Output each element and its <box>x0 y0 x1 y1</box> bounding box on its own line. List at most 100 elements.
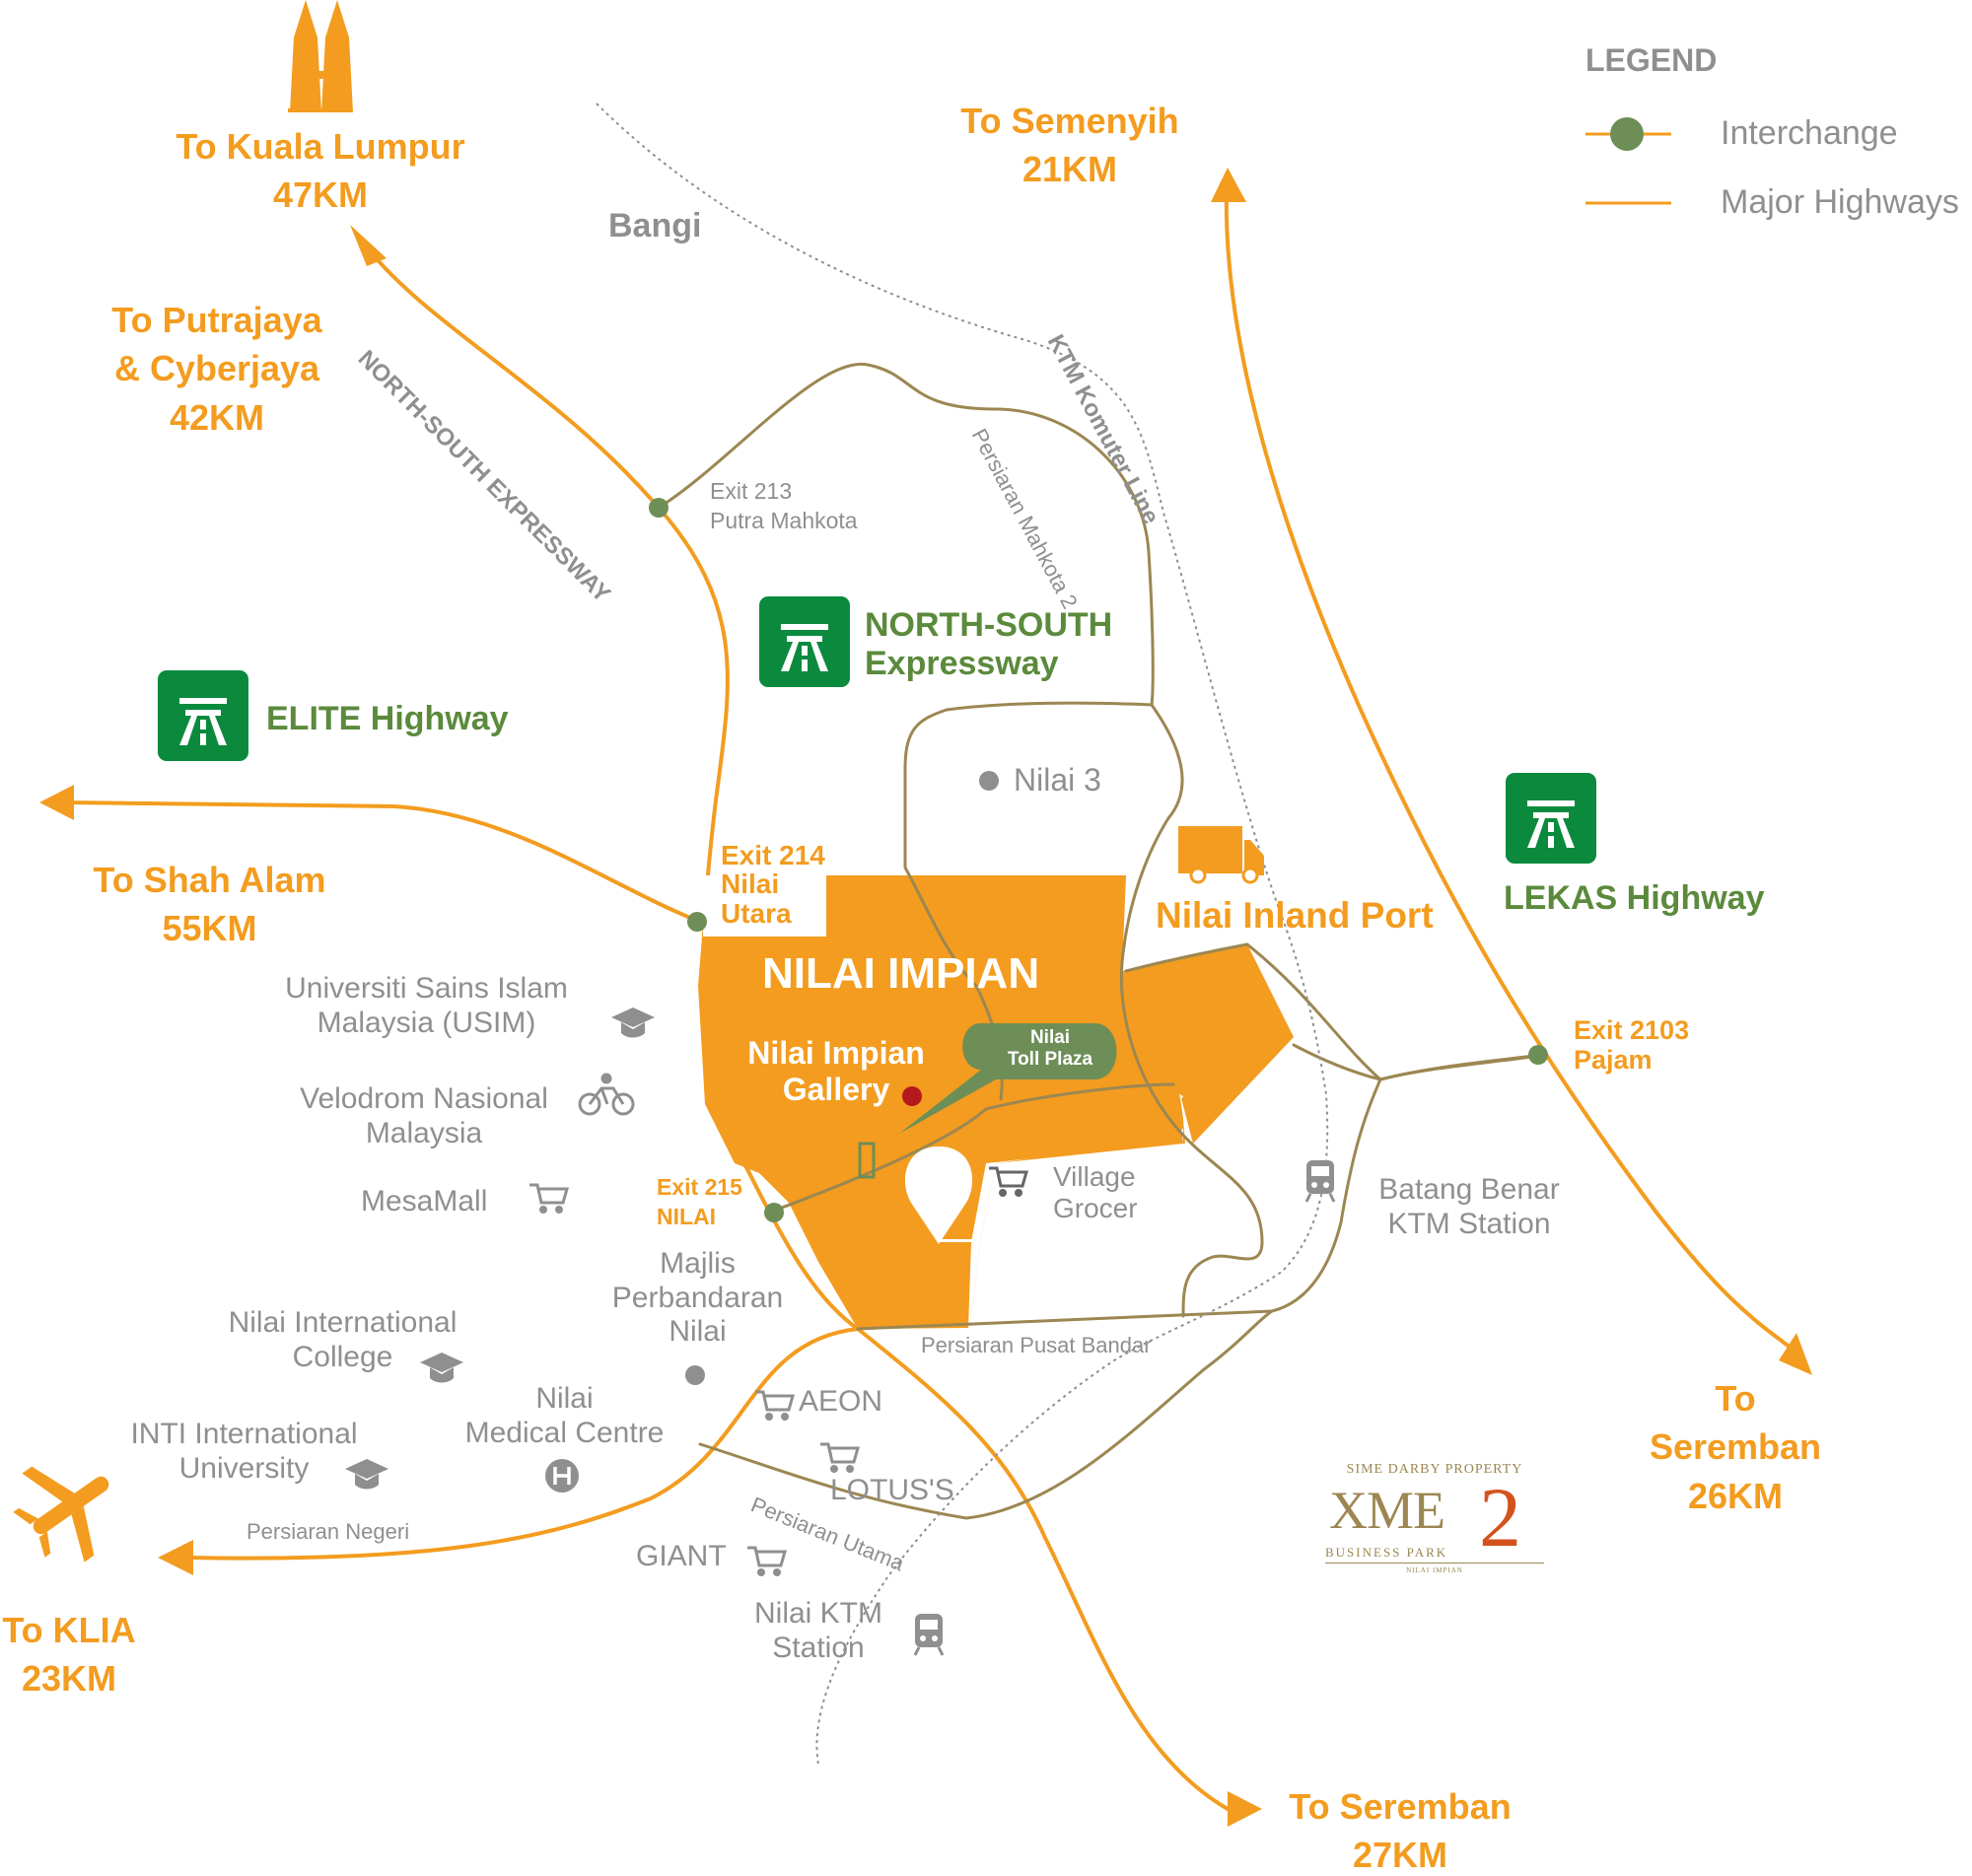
exit-214-line2: Nilai <box>721 869 780 900</box>
elite-highway <box>62 800 702 924</box>
gallery-line1: Nilai Impian <box>747 1035 925 1071</box>
nilai-inland-port-label: Nilai Inland Port <box>1156 895 1434 936</box>
nilai-intl-college-label: Nilai International College <box>202 1306 483 1374</box>
plane-icon <box>13 1466 109 1563</box>
logo-tagline: NILAI IMPIAN <box>1406 1566 1463 1574</box>
truck-icon <box>1178 826 1264 884</box>
destination-semenyih: To Semenyih 21KM <box>947 101 1193 190</box>
exit-213-label: Exit 213 Putra Mahkota <box>710 477 858 536</box>
highway-sign-north-south <box>759 596 850 687</box>
kl-towers-icon <box>288 0 353 112</box>
pin-base-line <box>939 1239 1016 1242</box>
road-pusat-bandar <box>856 1309 1274 1331</box>
majlis-line3: Nilai <box>669 1315 727 1348</box>
village-grocer-line1: Village <box>1053 1161 1136 1192</box>
inti-label: INTI International University <box>108 1418 380 1486</box>
mesamall-label: MesaMall <box>361 1185 488 1217</box>
bicycle-icon <box>578 1073 635 1116</box>
exit-215-label: Exit 215 NILAI <box>657 1173 742 1232</box>
logo-wordmark: XME 2 <box>1321 1470 1548 1564</box>
logo-company: SIME DARBY PROPERTY <box>1346 1462 1523 1477</box>
highway-sign-lekas <box>1506 773 1596 864</box>
majlis-label: Majlis Perbandaran Nilai <box>592 1247 804 1350</box>
exit-215-line2: NILAI <box>657 1203 717 1229</box>
exit-2103-line1: Exit 2103 <box>1574 1015 1690 1045</box>
velodrom-line1: Velodrom Nasional <box>300 1082 548 1115</box>
shopping-cart-giant-icon <box>747 1546 787 1576</box>
village-grocer-line2: Grocer <box>1053 1193 1138 1224</box>
destination-putrajaya-line3: 42KM <box>169 396 265 438</box>
destination-semenyih-line1: To Semenyih <box>960 101 1179 141</box>
nilai-medical-line2: Medical Centre <box>464 1416 665 1449</box>
giant-label: GIANT <box>636 1540 727 1572</box>
velodrom-label: Velodrom Nasional Malaysia <box>281 1082 567 1150</box>
majlis-dot <box>685 1365 705 1385</box>
logo-name: XME <box>1329 1481 1445 1540</box>
exit-214-line1: Exit 214 <box>721 840 825 870</box>
north-south-expressway-road-label: NORTH-SOUTH EXPRESSWAY <box>353 345 615 607</box>
gallery-dot <box>902 1086 922 1106</box>
klia-highway <box>185 1327 860 1561</box>
road-persiaran-mahkota-2 <box>1120 703 1264 1318</box>
destination-seremban-27-line1: To Seremban <box>1289 1786 1512 1827</box>
destination-putrajaya-line2: & Cyberjaya <box>113 348 320 389</box>
destination-putrajaya-line1: To Putrajaya <box>111 300 322 340</box>
exit-215-line1: Exit 215 <box>657 1174 742 1200</box>
velodrom-line2: Malaysia <box>365 1116 483 1149</box>
majlis-line1: Majlis <box>660 1247 736 1280</box>
road-putra-mahkota <box>657 362 1155 707</box>
lotus-label: LOTUS'S <box>830 1474 954 1506</box>
nilai-medical-label: Nilai Medical Centre <box>449 1382 680 1450</box>
arrow-kl <box>350 225 387 266</box>
north-south-sign-line2: Expressway <box>865 645 1059 683</box>
toll-plaza-line2: Toll Plaza <box>1007 1048 1093 1070</box>
logo-number: 2 <box>1479 1470 1521 1564</box>
interchange-exit-213 <box>649 498 669 518</box>
exit-214-line3: Utara <box>721 897 792 929</box>
road-persiaran-utama <box>698 1309 1274 1520</box>
persiaran-negeri-label: Persiaran Negeri <box>246 1519 410 1544</box>
batang-benar-label: Batang Benar KTM Station <box>1356 1173 1583 1241</box>
destination-kl-line1: To Kuala Lumpur <box>176 126 465 167</box>
destination-semenyih-line2: 21KM <box>1021 149 1118 190</box>
toll-plaza-callout <box>899 1023 1117 1134</box>
batang-benar-line2: KTM Station <box>1387 1207 1551 1240</box>
nilai-intl-college-line1: Nilai International <box>228 1306 458 1339</box>
nilai-impian-area <box>698 875 1294 1329</box>
ktm-komuter-line-label: KTM Komuter Line <box>1042 330 1164 528</box>
exit-214-label: Exit 214 Nilai Utara <box>721 840 825 929</box>
nse-north <box>358 237 860 1331</box>
lekas-sign-label: LEKAS Highway <box>1504 879 1765 917</box>
shopping-cart-lotus-icon <box>820 1442 860 1473</box>
nilai-medical-line1: Nilai <box>535 1382 594 1415</box>
arrow-heads <box>39 168 1812 1827</box>
road-to-pajam-2 <box>1378 1053 1542 1081</box>
train-batang-benar-icon <box>1304 1160 1336 1203</box>
destination-klia-line1: To KLIA <box>2 1610 136 1650</box>
legend-highways-label: Major Highways <box>1721 183 1959 221</box>
road-to-pajam <box>1292 1043 1540 1081</box>
legend-symbols <box>1585 117 1671 205</box>
nilai-3-label: Nilai 3 <box>1014 762 1101 798</box>
highway-sign-elite <box>158 670 248 761</box>
graduation-cap-inti-icon <box>345 1459 388 1490</box>
graduation-cap-college-icon <box>420 1353 463 1383</box>
nilai-3-dot <box>979 771 999 791</box>
shopping-cart-mesamall-icon <box>529 1183 569 1214</box>
arrow-klia <box>158 1540 193 1575</box>
destination-klia: To KLIA 23KM <box>0 1610 138 1700</box>
arrow-shah-alam <box>39 785 74 820</box>
aeon-label: AEON <box>799 1385 883 1418</box>
destination-shah-alam-line2: 55KM <box>162 908 257 949</box>
nilai-ktm-line1: Nilai KTM <box>753 1597 882 1630</box>
north-south-sign-line1: NORTH-SOUTH <box>865 606 1113 644</box>
ktm-komuter-line <box>596 103 1329 1766</box>
major-highways <box>62 185 1796 1811</box>
road-nilai3-loop <box>903 701 1154 869</box>
destination-shah-alam-line1: To Shah Alam <box>93 860 326 900</box>
destination-seremban-26: To Seremban 26KM <box>1627 1378 1844 1516</box>
destination-shah-alam: To Shah Alam 55KM <box>79 860 340 949</box>
usim-label: Universiti Sains Islam Malaysia (USIM) <box>256 972 597 1040</box>
persiaran-pusat-bandar-label: Persiaran Pusat Bandar <box>921 1333 1152 1357</box>
